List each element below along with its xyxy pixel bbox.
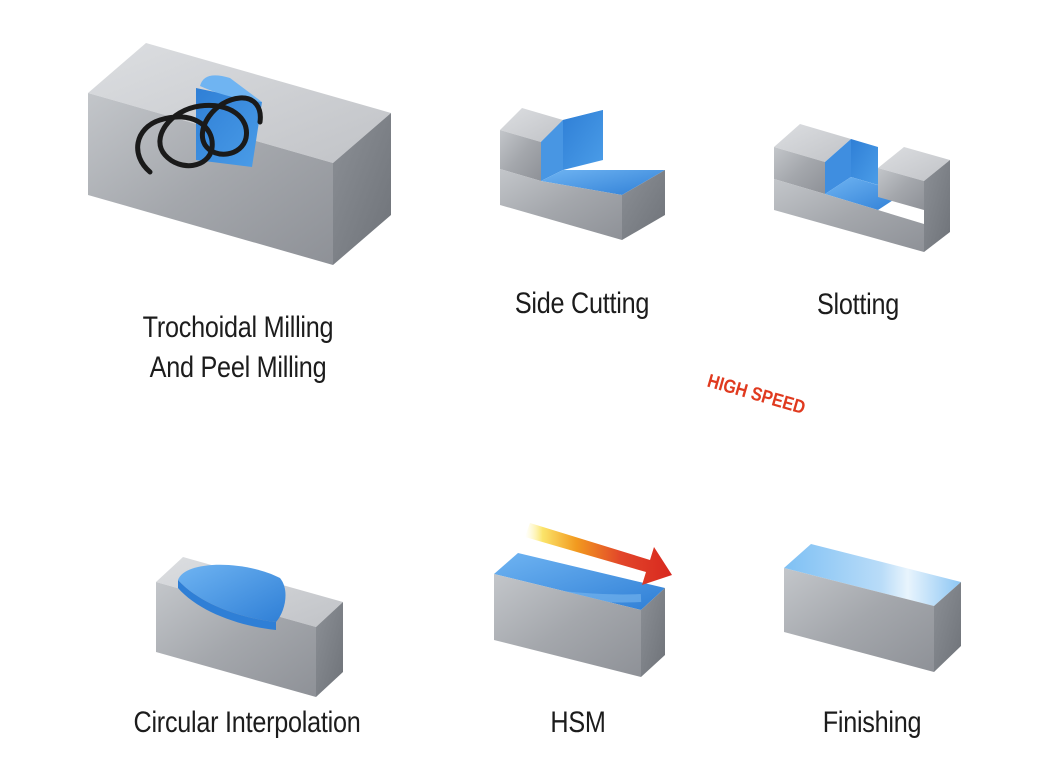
caption-slotting: Slotting bbox=[774, 285, 942, 325]
caption-circular-interpolation: Circular Interpolation bbox=[121, 703, 373, 743]
caption-side-cutting: Side Cutting bbox=[490, 284, 675, 324]
caption-finishing: Finishing bbox=[796, 703, 947, 743]
trochoidal-block-icon bbox=[88, 43, 391, 265]
caption-trochoidal: Trochoidal Milling And Peel Milling bbox=[129, 308, 347, 388]
caption-line: HSM bbox=[550, 706, 606, 739]
finishing-block-icon bbox=[784, 544, 961, 672]
caption-hsm: HSM bbox=[536, 703, 620, 743]
toolpath-spiral-icon bbox=[135, 95, 263, 175]
high-speed-arrow-icon bbox=[525, 523, 672, 585]
caption-line: Trochoidal Milling bbox=[142, 311, 334, 344]
caption-line: Circular Interpolation bbox=[133, 706, 361, 739]
circular-interpolation-block-icon bbox=[156, 557, 343, 697]
caption-line: Slotting bbox=[816, 288, 900, 321]
caption-line: And Peel Milling bbox=[149, 351, 327, 384]
caption-line: Finishing bbox=[822, 706, 922, 739]
slotting-block-icon bbox=[774, 124, 950, 252]
high-speed-label: HIGH SPEED bbox=[705, 370, 808, 418]
caption-line: Side Cutting bbox=[514, 287, 650, 320]
hsm-block-icon: HIGH SPEED bbox=[494, 370, 808, 677]
side-cutting-block-icon bbox=[500, 108, 665, 240]
